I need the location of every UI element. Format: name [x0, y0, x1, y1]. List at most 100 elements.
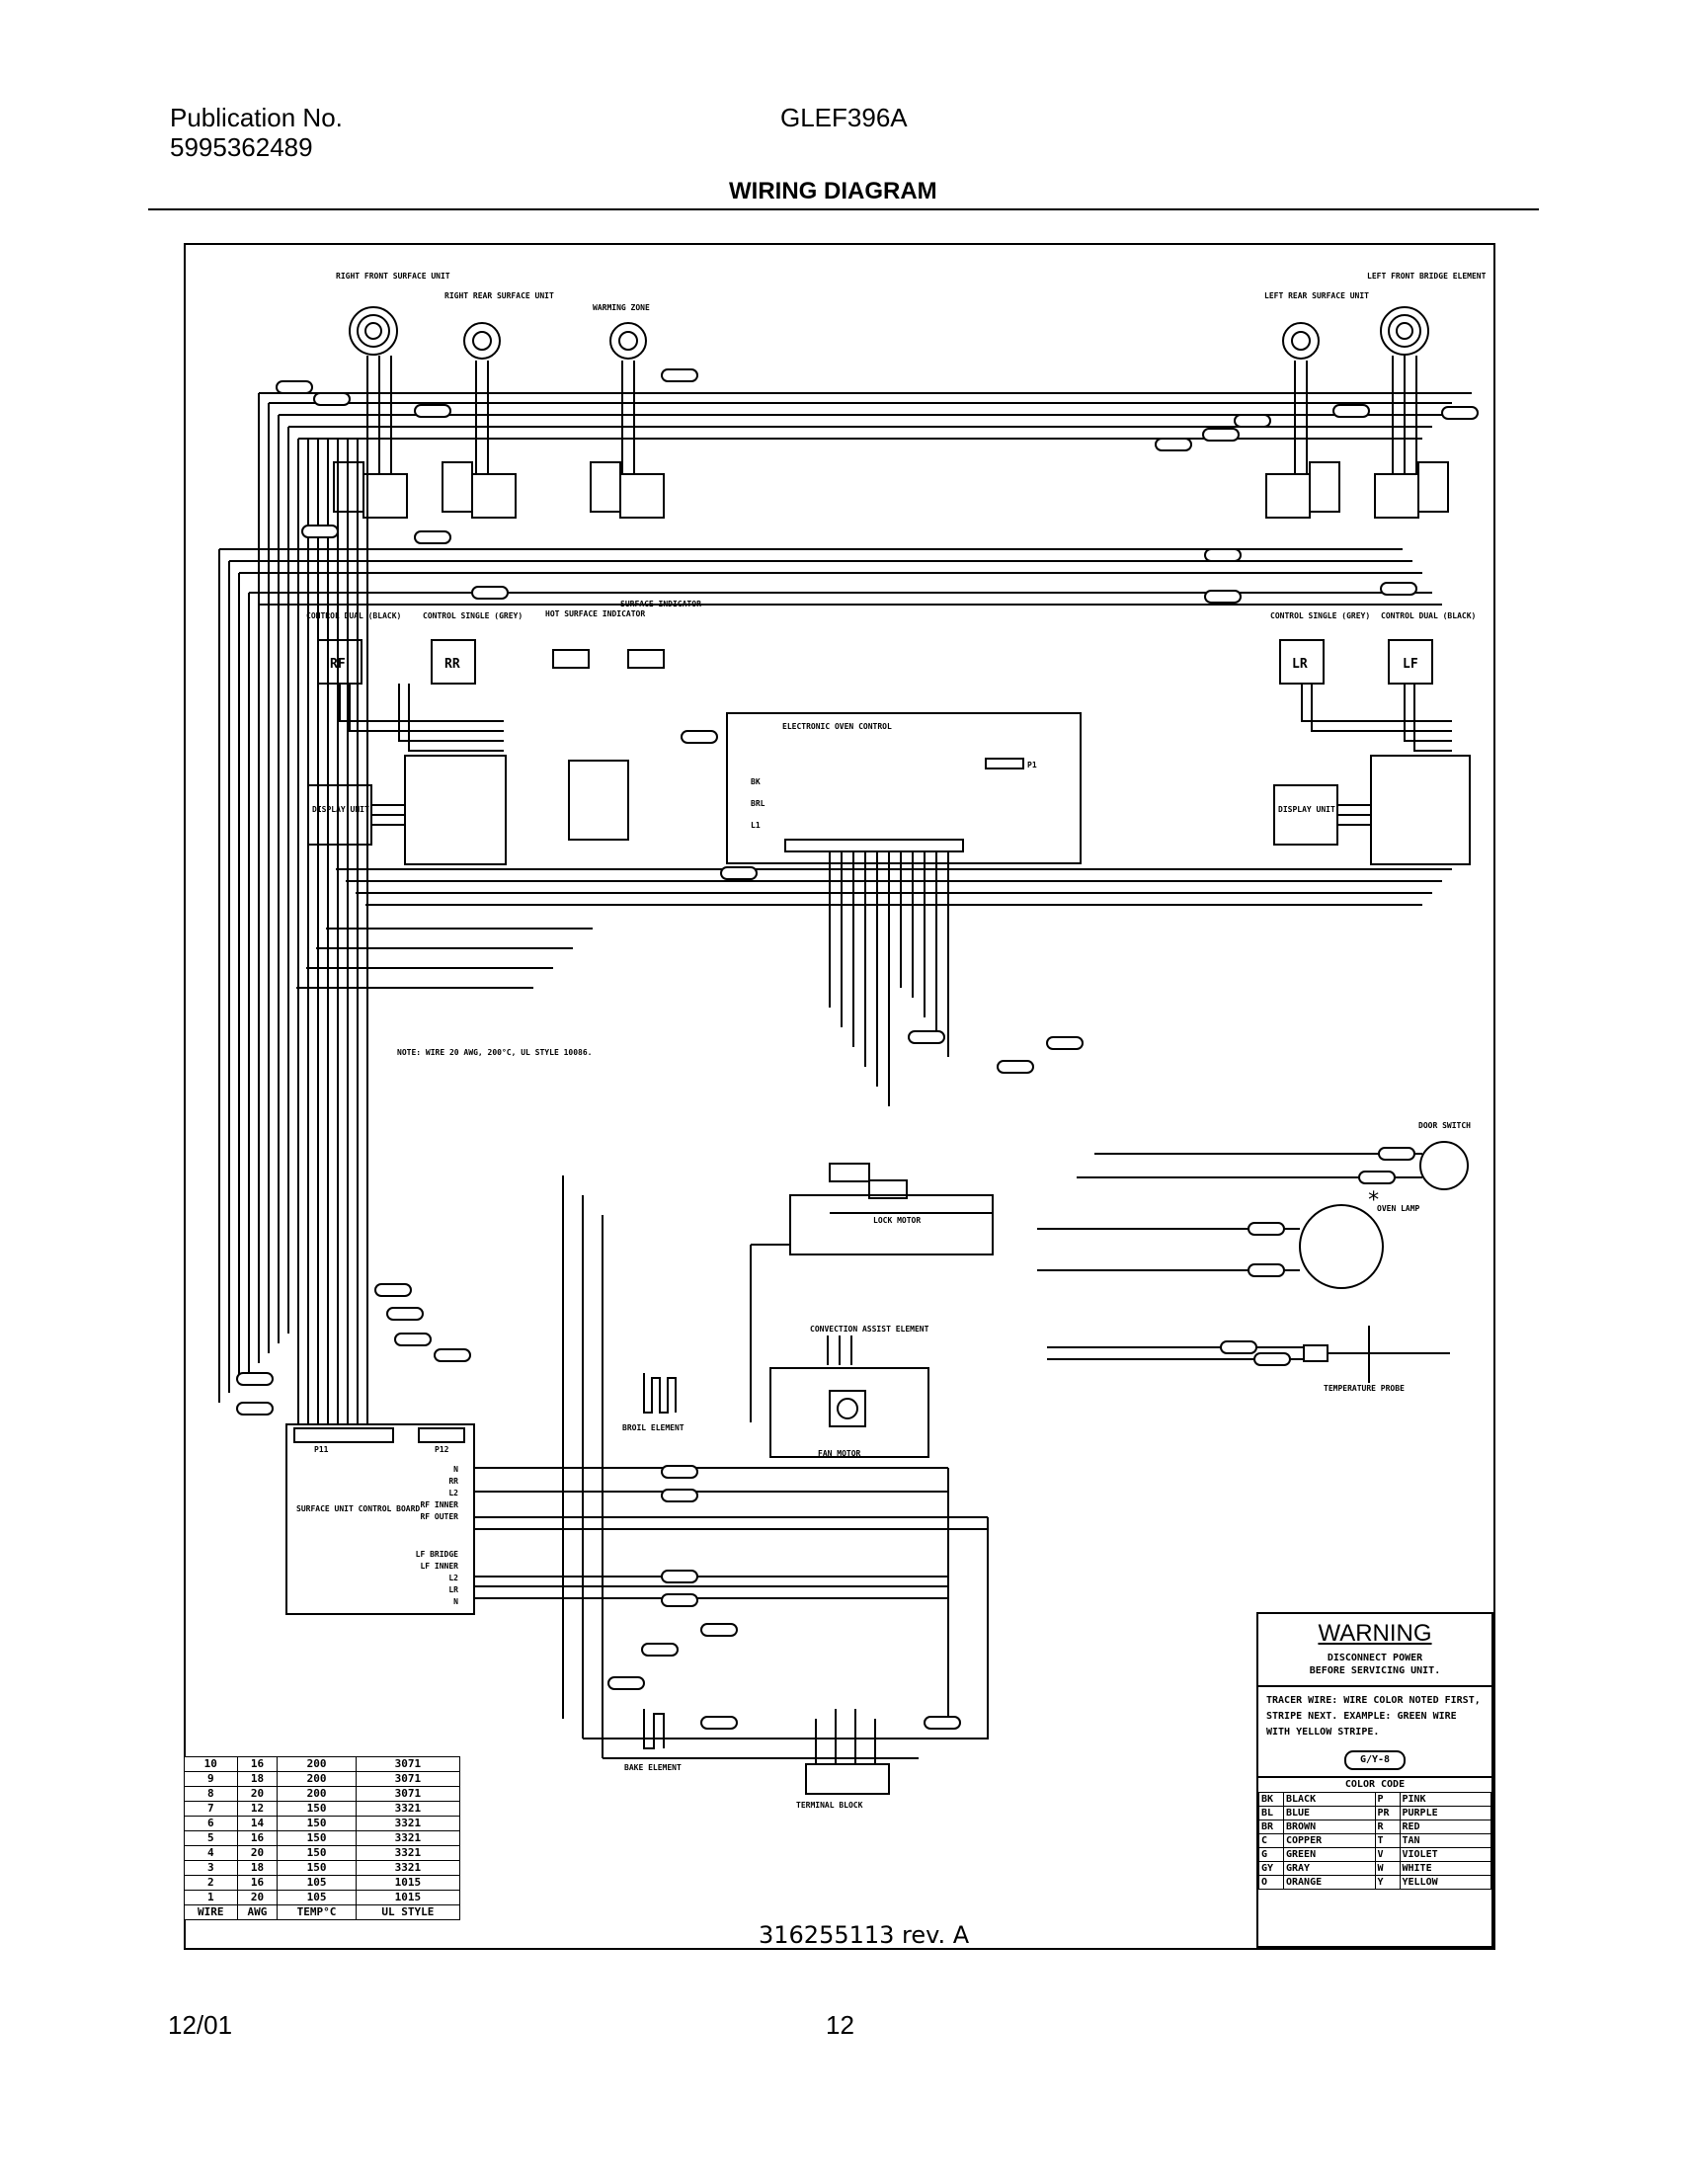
- gauge-cell: 105: [277, 1890, 357, 1905]
- rr-surface-coil-icon: [463, 322, 501, 360]
- color-code-cell: GREEN: [1283, 1847, 1376, 1862]
- warming-zone-coil-icon: [609, 322, 647, 360]
- gauge-cell: 20: [236, 1845, 279, 1861]
- warning-divider: [1258, 1685, 1491, 1687]
- eoc-l1-label: L1: [751, 821, 761, 830]
- color-code-cell: BL: [1258, 1806, 1284, 1820]
- color-code-cell: Y: [1374, 1875, 1401, 1890]
- surface-control-board-label: SURFACE UNIT CONTROL BOARD: [296, 1504, 420, 1513]
- temp-probe-label: TEMPERATURE PROBE: [1324, 1384, 1405, 1393]
- board-term-bot-0: LF BRIDGE: [416, 1550, 459, 1559]
- warning-line-1: DISCONNECT POWER: [1327, 1653, 1423, 1663]
- control-single-left-label: CONTROL SINGLE (GREY): [423, 611, 523, 620]
- board-term-top-0: N: [453, 1465, 458, 1474]
- gauge-cell: 1: [184, 1890, 238, 1905]
- color-code-cell: GRAY: [1283, 1861, 1376, 1876]
- knob-rr-label: RR: [444, 657, 460, 672]
- eoc-bk-label: BK: [751, 777, 761, 786]
- control-single-right-label: CONTROL SINGLE (GREY): [1270, 611, 1370, 620]
- gauge-cell: 16: [236, 1875, 279, 1891]
- hot-surface-indicator-label: HOT SURFACE INDICATOR: [545, 609, 645, 618]
- bake-element-label: BAKE ELEMENT: [624, 1763, 682, 1772]
- gauge-cell: 9: [184, 1771, 238, 1787]
- knob-lr-label: LR: [1292, 657, 1308, 672]
- gauge-cell: 16: [236, 1756, 279, 1772]
- gauge-cell: 3321: [355, 1801, 461, 1817]
- lf-bridge-coil-icon: [1380, 306, 1429, 356]
- gauge-cell: 150: [277, 1830, 357, 1846]
- gauge-cell: 3071: [355, 1786, 461, 1802]
- board-term-bot-4: N: [453, 1597, 458, 1606]
- gauge-cell: 150: [277, 1816, 357, 1831]
- color-code-cell: PINK: [1399, 1792, 1491, 1807]
- gauge-cell: 2: [184, 1875, 238, 1891]
- lf-bridge-label: LEFT FRONT BRIDGE ELEMENT: [1367, 272, 1487, 281]
- terminal-block-label: TERMINAL BLOCK: [796, 1801, 863, 1810]
- lock-motor-label: LOCK MOTOR: [873, 1216, 921, 1225]
- warming-zone-label: WARMING ZONE: [593, 303, 650, 312]
- footer-page-number: 12: [826, 2010, 854, 2040]
- color-code-cell: ORANGE: [1283, 1875, 1376, 1890]
- board-term-top-1: RR: [448, 1477, 458, 1486]
- p12-label: P12: [435, 1445, 449, 1454]
- color-code-cell: P: [1374, 1792, 1401, 1807]
- door-switch-label: DOOR SWITCH: [1418, 1121, 1471, 1130]
- control-dual-right-label: CONTROL DUAL (BLACK): [1381, 611, 1476, 620]
- gauge-cell: 200: [277, 1786, 357, 1802]
- gauge-cell: 1015: [355, 1875, 461, 1891]
- color-code-cell: RED: [1399, 1820, 1491, 1834]
- wire-note: NOTE: WIRE 20 AWG, 200°C, UL STYLE 10086…: [397, 1048, 592, 1057]
- warning-line-2: BEFORE SERVICING UNIT.: [1309, 1665, 1441, 1676]
- gauge-cell: 3071: [355, 1756, 461, 1772]
- gauge-cell: 5: [184, 1830, 238, 1846]
- color-code-cell: O: [1258, 1875, 1284, 1890]
- color-code-cell: TAN: [1399, 1833, 1491, 1848]
- color-code-cell: W: [1374, 1861, 1401, 1876]
- color-code-cell: VIOLET: [1399, 1847, 1491, 1862]
- footer-date: 12/01: [168, 2010, 233, 2040]
- color-code-cell: YELLOW: [1399, 1875, 1491, 1890]
- gauge-cell: 3321: [355, 1860, 461, 1876]
- p11-label: P11: [314, 1445, 329, 1454]
- warning-title: WARNING: [1318, 1620, 1432, 1647]
- color-code-cell: V: [1374, 1847, 1401, 1862]
- color-code-cell: BK: [1258, 1792, 1284, 1807]
- gauge-cell: 200: [277, 1771, 357, 1787]
- color-code-cell: G: [1258, 1847, 1284, 1862]
- gauge-cell: 3: [184, 1860, 238, 1876]
- rf-surface-coil-icon: [349, 306, 398, 356]
- header-rule: [148, 208, 1539, 210]
- diagram-frame: [184, 243, 1495, 1950]
- board-term-top-2: L2: [448, 1489, 458, 1497]
- gauge-header-cell: WIRE: [184, 1904, 238, 1920]
- tracer-note: TRACER WIRE: WIRE COLOR NOTED FIRST, STR…: [1266, 1695, 1481, 1738]
- gauge-cell: 3321: [355, 1816, 461, 1831]
- gauge-cell: 105: [277, 1875, 357, 1891]
- publication-number: 5995362489: [170, 132, 313, 162]
- board-term-top-4: RF OUTER: [420, 1512, 458, 1521]
- gauge-cell: 18: [236, 1860, 279, 1876]
- lr-surface-label: LEFT REAR SURFACE UNIT: [1264, 291, 1369, 300]
- gauge-cell: 7: [184, 1801, 238, 1817]
- eoc-brl-label: BRL: [751, 799, 765, 808]
- gauge-header-cell: UL STYLE: [355, 1904, 461, 1920]
- gauge-cell: 6: [184, 1816, 238, 1831]
- gauge-header-cell: TEMP°C: [277, 1904, 357, 1920]
- board-term-top-3: RF INNER: [420, 1500, 458, 1509]
- surface-indicator-label: SURFACE INDICATOR: [620, 600, 701, 608]
- diagram-part-number: 316255113 rev. A: [759, 1921, 970, 1949]
- gauge-header-cell: AWG: [236, 1904, 279, 1920]
- model-number: GLEF396A: [780, 103, 908, 132]
- color-code-cell: BR: [1258, 1820, 1284, 1834]
